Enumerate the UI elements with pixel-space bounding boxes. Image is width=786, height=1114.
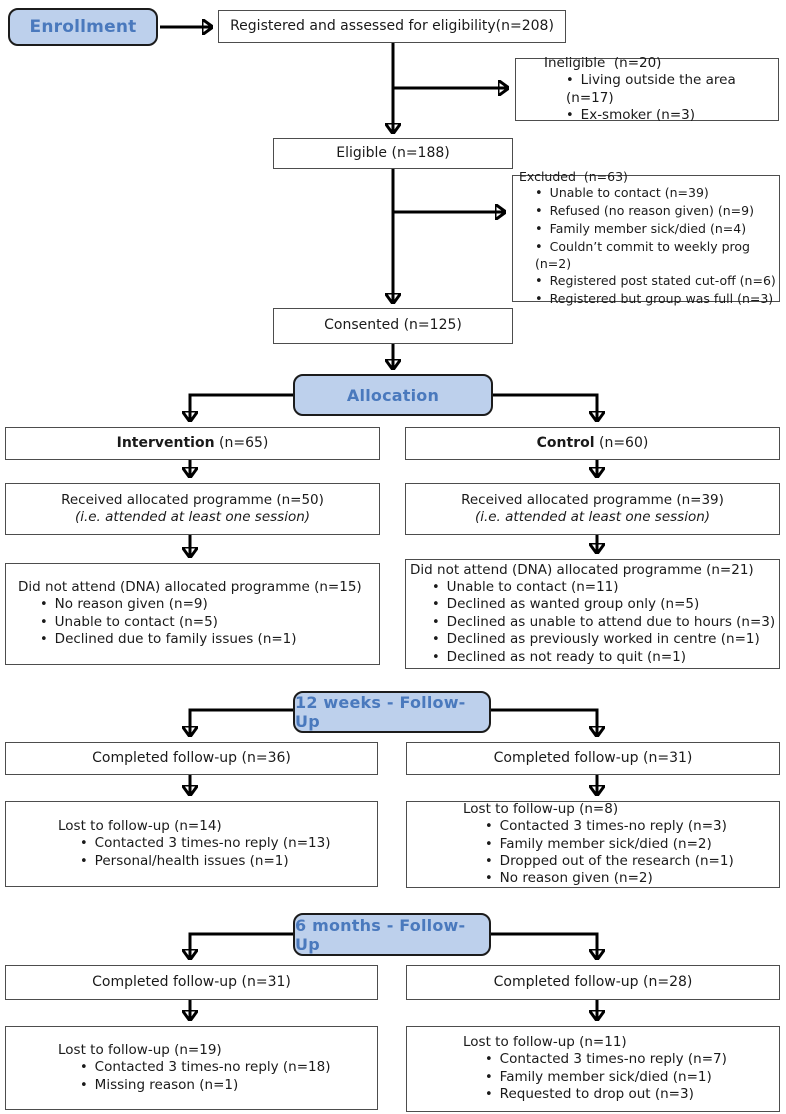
connector-allocation-to-intervention bbox=[190, 393, 293, 420]
list-item: Declined as wanted group only (n=5) bbox=[410, 596, 777, 613]
completed-6m-intervention-box: Completed follow-up (n=31) bbox=[5, 965, 378, 1000]
list-item: Declined as previously worked in centre … bbox=[410, 631, 777, 648]
completed-12w-control-box: Completed follow-up (n=31) bbox=[406, 742, 780, 775]
intervention-label: Intervention (n=65) bbox=[117, 435, 269, 453]
allocation-band-label: Allocation bbox=[346, 385, 440, 405]
received-control-box: Received allocated programme (n=39) (i.e… bbox=[405, 483, 780, 535]
followup-12w-band: 12 weeks - Follow-Up bbox=[293, 691, 491, 733]
connector-allocation-to-control bbox=[493, 393, 597, 420]
completed-6m-intervention-label: Completed follow-up (n=31) bbox=[92, 973, 291, 990]
connector-6m-to-completed-left bbox=[190, 932, 293, 958]
dna-intervention-title: Did not attend (DNA) allocated programme… bbox=[18, 579, 362, 596]
control-label-rest: (n=60) bbox=[594, 434, 649, 451]
received-intervention-line1: Received allocated programme (n=50) bbox=[61, 492, 324, 509]
dna-intervention-box: Did not attend (DNA) allocated programme… bbox=[5, 563, 380, 665]
list-item: Family member sick/died (n=2) bbox=[463, 836, 775, 853]
excluded-list: Unable to contact (n=39) Refused (no rea… bbox=[519, 185, 777, 309]
list-item: Family member sick/died (n=4) bbox=[519, 221, 777, 239]
intervention-box: Intervention (n=65) bbox=[5, 427, 380, 460]
intervention-label-bold: Intervention bbox=[116, 434, 215, 451]
followup-12w-band-label: 12 weeks - Follow-Up bbox=[295, 693, 466, 731]
list-item: Requested to drop out (n=3) bbox=[463, 1086, 775, 1103]
ineligible-list: Living outside the area (n=17) Ex-smoker… bbox=[544, 72, 774, 124]
list-item: Contacted 3 times-no reply (n=7) bbox=[463, 1051, 775, 1068]
followup-6m-band-label: 6 months - Follow-Up bbox=[295, 915, 466, 954]
list-item: Declined as unable to attend due to hour… bbox=[410, 614, 777, 631]
dna-intervention-list: No reason given (n=9) Unable to contact … bbox=[18, 596, 377, 648]
list-item: No reason given (n=9) bbox=[18, 596, 377, 613]
list-item: Refused (no reason given) (n=9) bbox=[519, 203, 777, 221]
eligible-box: Eligible (n=188) bbox=[273, 138, 513, 169]
lost-6m-control-list: Contacted 3 times-no reply (n=7) Family … bbox=[463, 1051, 775, 1103]
list-item: Family member sick/died (n=1) bbox=[463, 1069, 775, 1086]
list-item: Declined as not ready to quit (n=1) bbox=[410, 649, 777, 666]
list-item: Contacted 3 times-no reply (n=18) bbox=[58, 1059, 373, 1076]
list-item: Unable to contact (n=5) bbox=[18, 614, 377, 631]
lost-12w-control-title: Lost to follow-up (n=8) bbox=[463, 801, 619, 818]
lost-12w-intervention-box: Lost to follow-up (n=14) Contacted 3 tim… bbox=[5, 801, 378, 887]
list-item: No reason given (n=2) bbox=[463, 870, 775, 887]
ineligible-title: Ineligible (n=20) bbox=[544, 55, 662, 72]
lost-6m-control-title: Lost to follow-up (n=11) bbox=[463, 1034, 627, 1051]
dna-control-title: Did not attend (DNA) allocated programme… bbox=[410, 562, 754, 579]
ineligible-box: Ineligible (n=20) Living outside the are… bbox=[515, 55, 779, 124]
list-item: Registered post stated cut-off (n=6) bbox=[519, 273, 777, 291]
control-label-bold: Control bbox=[536, 434, 595, 451]
allocation-band: Allocation bbox=[293, 374, 493, 416]
received-control-line1: Received allocated programme (n=39) bbox=[461, 492, 724, 509]
consented-label: Consented (n=125) bbox=[324, 317, 462, 334]
dna-control-box: Did not attend (DNA) allocated programme… bbox=[405, 559, 780, 669]
excluded-title: Excluded (n=63) bbox=[519, 168, 628, 184]
lost-6m-intervention-title: Lost to follow-up (n=19) bbox=[58, 1042, 222, 1059]
registered-label: Registered and assessed for eligibility(… bbox=[230, 17, 554, 34]
list-item: Declined due to family issues (n=1) bbox=[18, 631, 377, 648]
dna-control-list: Unable to contact (n=11) Declined as wan… bbox=[410, 579, 777, 666]
received-control-line2: (i.e. attended at least one session) bbox=[474, 509, 711, 525]
control-box: Control (n=60) bbox=[405, 427, 780, 460]
list-item: Unable to contact (n=11) bbox=[410, 579, 777, 596]
list-item: Dropped out of the research (n=1) bbox=[463, 853, 775, 870]
received-intervention-box: Received allocated programme (n=50) (i.e… bbox=[5, 483, 380, 535]
registered-box: Registered and assessed for eligibility(… bbox=[218, 10, 566, 43]
lost-12w-control-box: Lost to follow-up (n=8) Contacted 3 time… bbox=[406, 801, 780, 888]
intervention-label-rest: (n=65) bbox=[214, 434, 269, 451]
connector-12w-to-completed-right bbox=[491, 708, 597, 735]
connector-12w-to-completed-left bbox=[190, 708, 293, 735]
list-item: Registered but group was full (n=3) bbox=[519, 291, 777, 309]
list-item: Missing reason (n=1) bbox=[58, 1077, 373, 1094]
list-item: Couldn’t commit to weekly prog (n=2) bbox=[519, 239, 777, 273]
completed-12w-intervention-label: Completed follow-up (n=36) bbox=[92, 749, 291, 766]
completed-12w-control-label: Completed follow-up (n=31) bbox=[493, 749, 693, 766]
enrollment-band-label: Enrollment bbox=[29, 17, 137, 37]
completed-6m-control-label: Completed follow-up (n=28) bbox=[493, 973, 693, 990]
received-intervention-line2: (i.e. attended at least one session) bbox=[74, 509, 311, 525]
list-item: Unable to contact (n=39) bbox=[519, 185, 777, 203]
list-item: Contacted 3 times-no reply (n=13) bbox=[58, 835, 373, 852]
lost-12w-intervention-list: Contacted 3 times-no reply (n=13) Person… bbox=[58, 835, 373, 870]
list-item: Personal/health issues (n=1) bbox=[58, 853, 373, 870]
eligible-label: Eligible (n=188) bbox=[336, 144, 450, 161]
completed-12w-intervention-box: Completed follow-up (n=36) bbox=[5, 742, 378, 775]
enrollment-band: Enrollment bbox=[8, 8, 158, 46]
excluded-box: Excluded (n=63) Unable to contact (n=39)… bbox=[512, 169, 780, 306]
lost-6m-control-box: Lost to follow-up (n=11) Contacted 3 tim… bbox=[406, 1026, 780, 1112]
control-label: Control (n=60) bbox=[537, 435, 649, 453]
lost-6m-intervention-box: Lost to follow-up (n=19) Contacted 3 tim… bbox=[5, 1026, 378, 1110]
lost-12w-intervention-title: Lost to follow-up (n=14) bbox=[58, 818, 222, 835]
connector-6m-to-completed-right bbox=[491, 932, 597, 958]
consented-box: Consented (n=125) bbox=[273, 308, 513, 344]
list-item: Living outside the area (n=17) bbox=[544, 72, 774, 106]
list-item: Ex-smoker (n=3) bbox=[544, 107, 774, 124]
lost-12w-control-list: Contacted 3 times-no reply (n=3) Family … bbox=[463, 818, 775, 888]
list-item: Contacted 3 times-no reply (n=3) bbox=[463, 818, 775, 835]
lost-6m-intervention-list: Contacted 3 times-no reply (n=18) Missin… bbox=[58, 1059, 373, 1094]
followup-6m-band: 6 months - Follow-Up bbox=[293, 913, 491, 956]
completed-6m-control-box: Completed follow-up (n=28) bbox=[406, 965, 780, 1000]
